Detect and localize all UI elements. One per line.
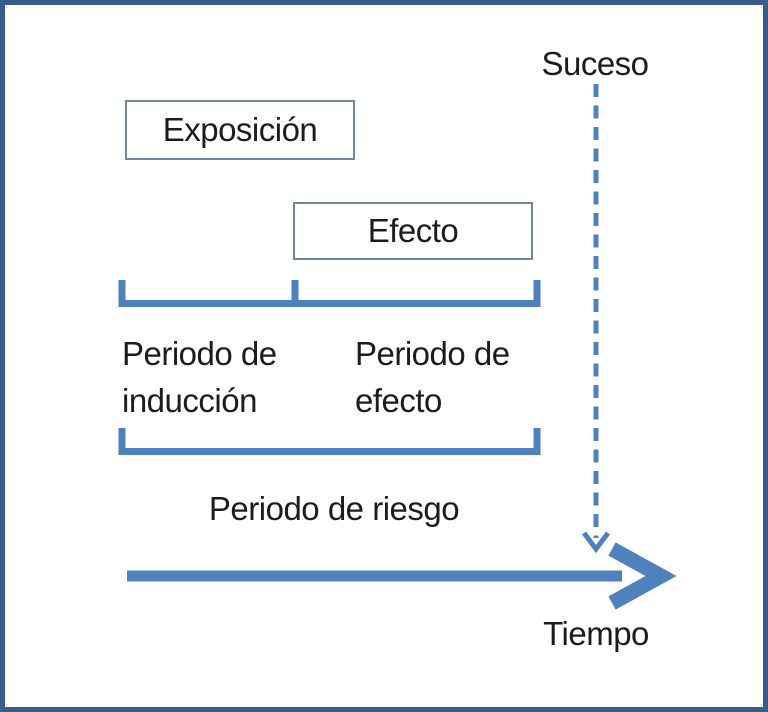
- periodo-induccion-label: Periodo de inducción: [122, 330, 277, 424]
- periodo-efecto-label: Periodo de efecto: [355, 330, 510, 424]
- tiempo-label: Tiempo: [543, 615, 649, 652]
- periodo-induccion-line1: Periodo de: [122, 335, 277, 372]
- periodo-induccion-line2: inducción: [122, 382, 257, 419]
- timeline-right-arrow-icon: [127, 542, 677, 610]
- event-dashed-down-arrow-icon: [582, 84, 610, 554]
- periodo-efecto-line1: Periodo de: [355, 335, 510, 372]
- exposicion-label: Exposición: [162, 111, 318, 148]
- risk-period-bracket: [118, 428, 541, 455]
- periodo-riesgo-label: Periodo de riesgo: [208, 490, 460, 527]
- induction-effect-bracket: [118, 280, 541, 307]
- periodo-efecto-line2: efecto: [355, 382, 442, 419]
- suceso-label: Suceso: [541, 45, 649, 82]
- efecto-label: Efecto: [367, 212, 459, 249]
- exposicion-box: Exposición: [125, 100, 355, 160]
- efecto-box: Efecto: [293, 202, 533, 260]
